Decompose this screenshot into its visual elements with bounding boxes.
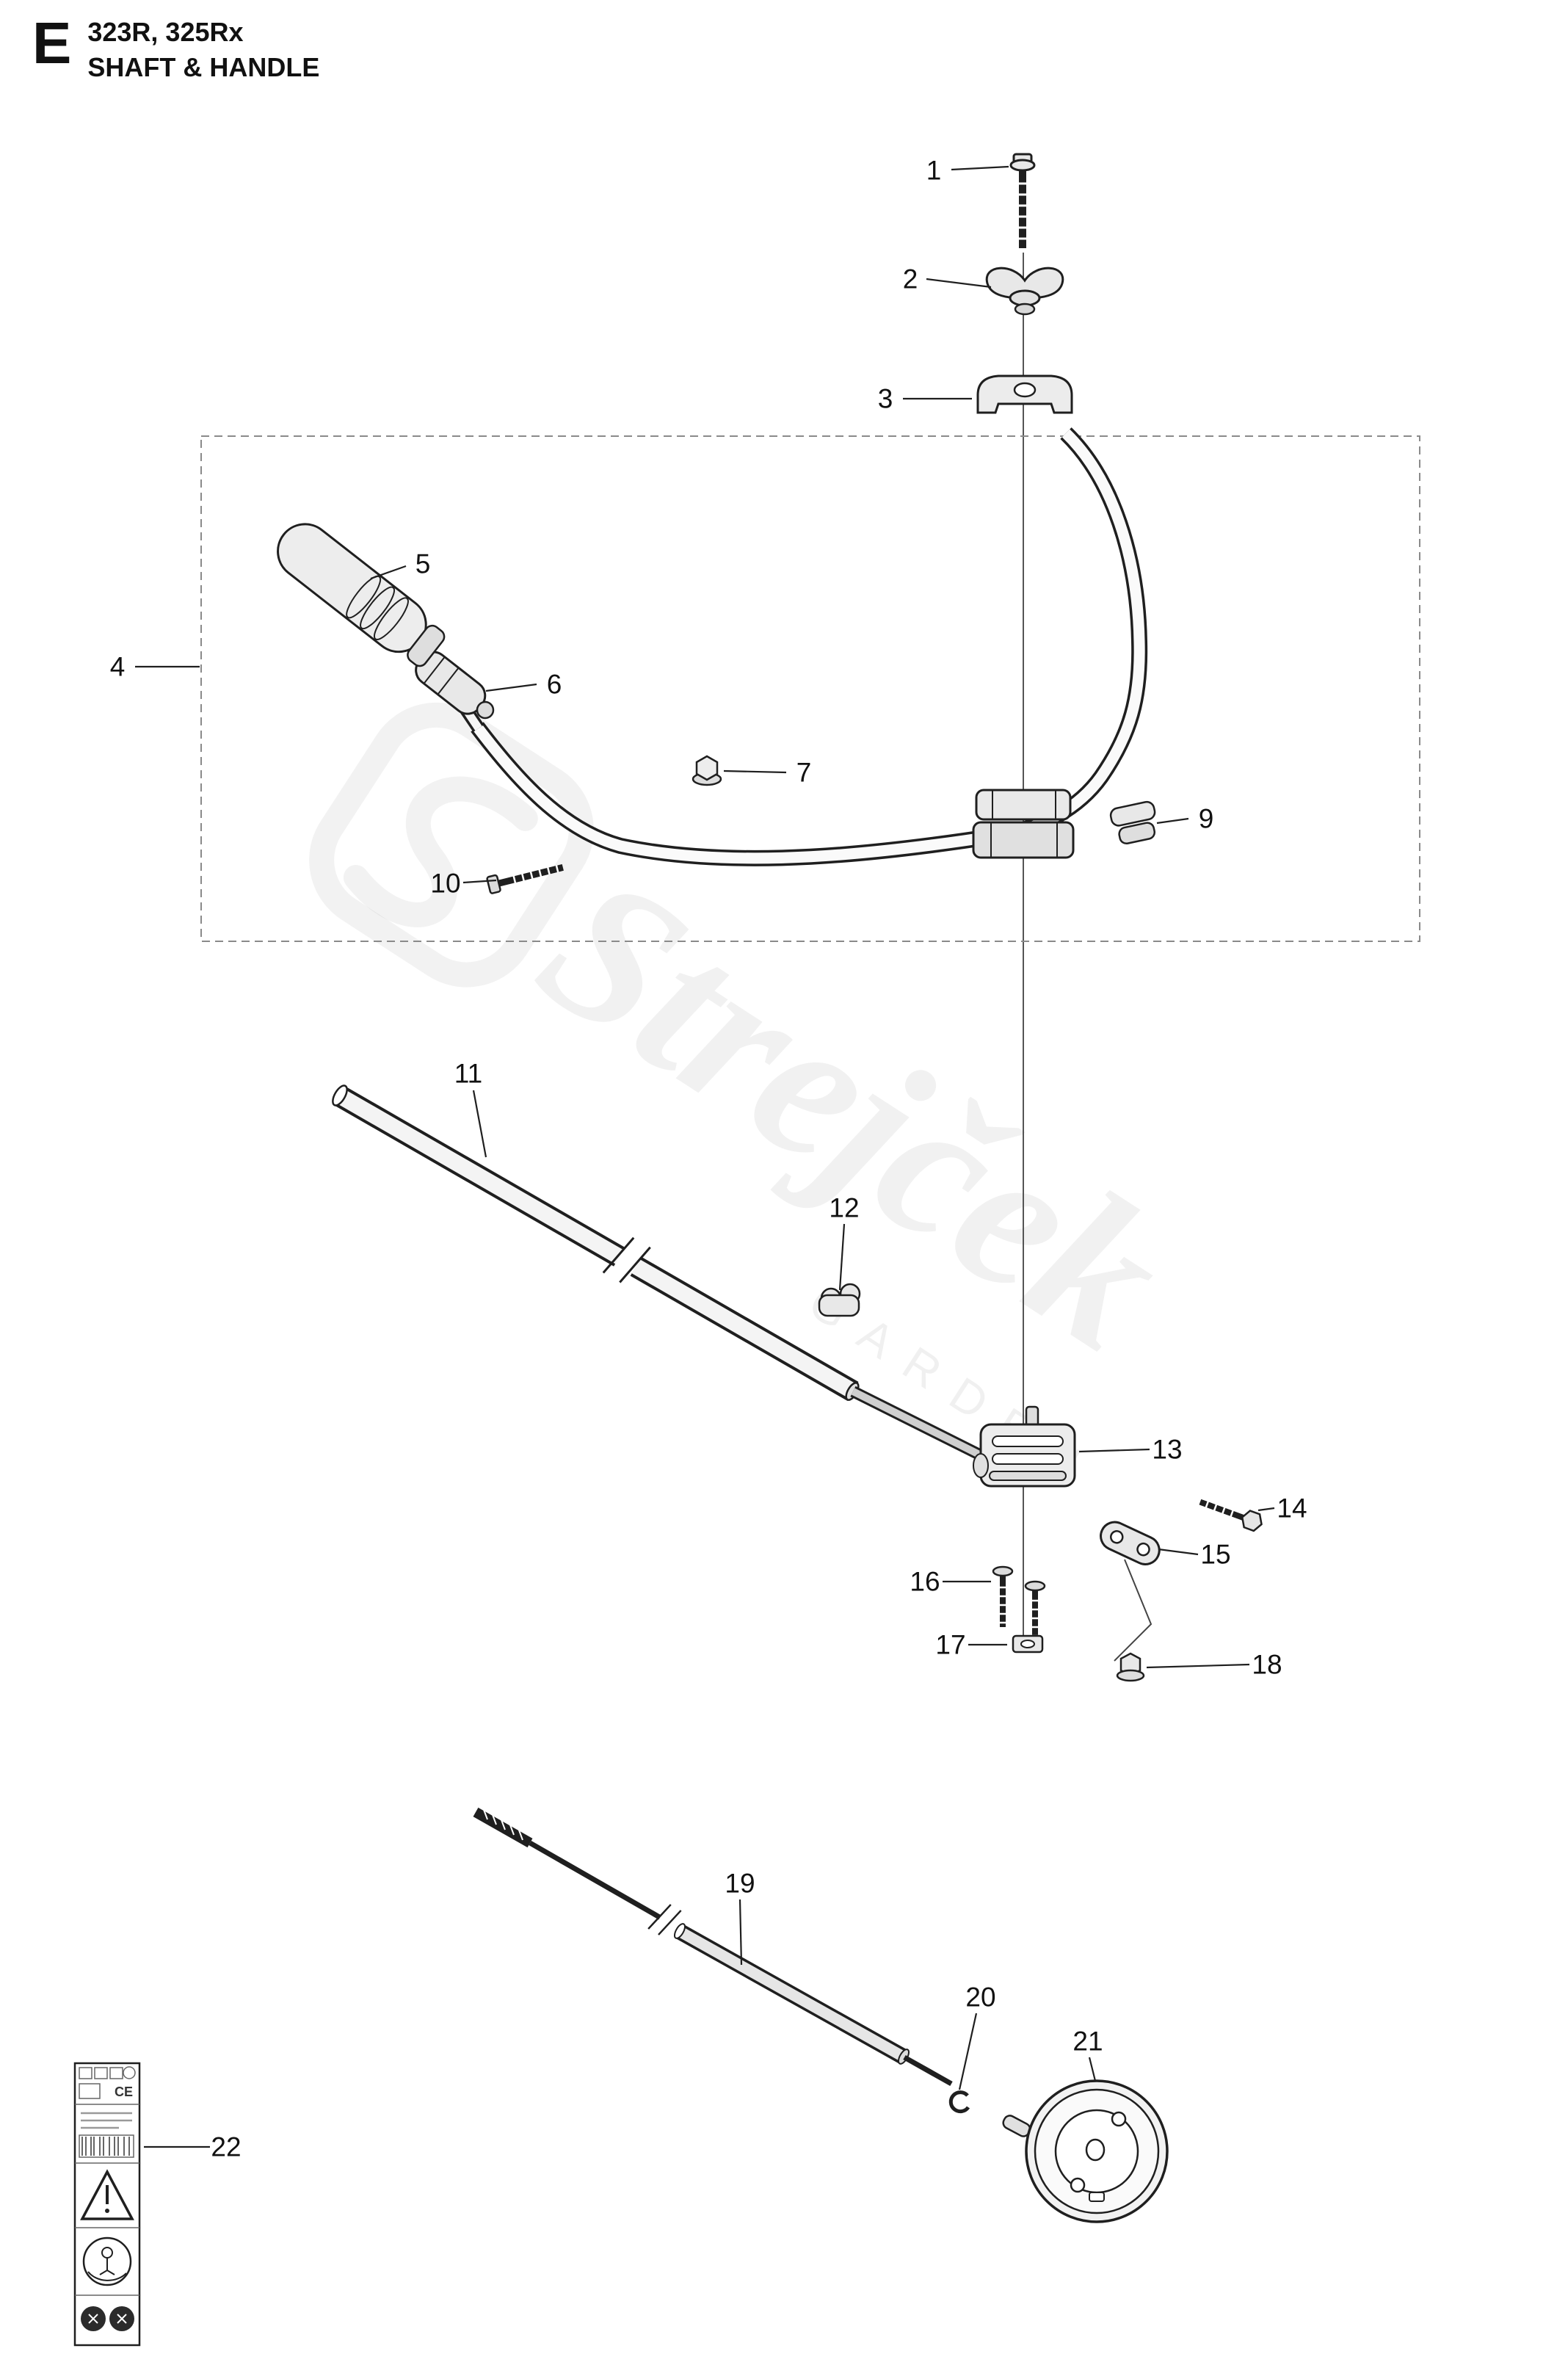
handle-group-dashed-box	[200, 435, 1420, 942]
shaft-clamp-part-13	[973, 1405, 1076, 1488]
flange-nut-part-7	[692, 755, 722, 786]
bracket-part-15	[1100, 1521, 1161, 1565]
part-number-20: 20	[965, 1982, 995, 2013]
clamp-piece-part-9	[1109, 800, 1156, 845]
handle-grip-part-5	[277, 523, 446, 667]
leader-line-14	[1257, 1507, 1275, 1512]
header: E 323R, 325Rx SHAFT & HANDLE	[32, 10, 319, 82]
leader-line-20	[958, 2013, 978, 2090]
part-number-7: 7	[796, 758, 812, 788]
leader-line-10	[462, 879, 497, 884]
part-number-11: 11	[454, 1059, 482, 1089]
part-number-6: 6	[547, 670, 562, 700]
handle-clamp-top-part-3	[976, 374, 1073, 414]
section-letter: E	[32, 10, 72, 76]
part-number-22: 22	[211, 2132, 241, 2162]
drive-shaft-part-19	[473, 1807, 953, 2087]
main-shaft-tube-part-11	[332, 1084, 987, 1463]
leader-line-1	[951, 165, 1009, 171]
part-number-4: 4	[110, 652, 126, 682]
part-number-13: 13	[1152, 1435, 1182, 1465]
model-names: 323R, 325Rx	[87, 17, 244, 47]
part-number-1: 1	[926, 156, 942, 186]
part-number-9: 9	[1199, 804, 1214, 834]
part-number-5: 5	[415, 549, 431, 579]
part-number-2: 2	[903, 264, 918, 294]
watermark: Strejček GARDEN	[309, 702, 1203, 1502]
leader-line-13	[1078, 1448, 1150, 1453]
leader-line-6	[485, 683, 537, 692]
part-number-17: 17	[935, 1630, 965, 1660]
part-number-12: 12	[829, 1193, 859, 1223]
header-text: 323R, 325Rx SHAFT & HANDLE	[87, 18, 319, 82]
snap-ring-part-20	[948, 2090, 970, 2114]
handlebar-center-clamp	[972, 789, 1075, 859]
leader-line-7	[723, 769, 787, 774]
watermark-logo-icon	[309, 702, 594, 988]
leader-line-12	[838, 1223, 846, 1291]
ce-mark: CE	[115, 2085, 133, 2099]
screws-part-16	[992, 1565, 1046, 1640]
part-number-3: 3	[878, 384, 893, 414]
part-number-16: 16	[910, 1567, 940, 1597]
leader-line-9	[1156, 817, 1189, 825]
cable-clip-part-12	[818, 1283, 861, 1317]
leader-line-2	[926, 278, 992, 289]
clutch-drum-part-21	[1002, 2079, 1169, 2223]
flange-nut-part-18	[1116, 1652, 1145, 1682]
page-title: SHAFT & HANDLE	[87, 51, 320, 82]
part-number-19: 19	[725, 1869, 755, 1899]
leader-line-18	[1146, 1663, 1250, 1669]
bolt-part-14	[1199, 1499, 1263, 1532]
part-number-15: 15	[1200, 1540, 1230, 1570]
leader-line-21	[1088, 2057, 1097, 2082]
leader-line-15	[1158, 1548, 1199, 1556]
part-number-21: 21	[1072, 2027, 1103, 2057]
bracket-to-nut-line	[1114, 1559, 1153, 1662]
leader-line-11	[472, 1090, 487, 1158]
part-number-18: 18	[1252, 1650, 1282, 1680]
bolt-part-10	[486, 863, 564, 894]
safety-label-part-22: CE	[73, 2062, 141, 2347]
leader-line-19	[738, 1899, 743, 1966]
wing-knob-part-2	[985, 267, 1064, 316]
screw-part-1	[1009, 153, 1036, 248]
part-number-14: 14	[1277, 1493, 1307, 1524]
square-nut-part-17	[1012, 1634, 1044, 1654]
part-number-10: 10	[430, 869, 460, 899]
leader-line-5	[370, 565, 407, 580]
